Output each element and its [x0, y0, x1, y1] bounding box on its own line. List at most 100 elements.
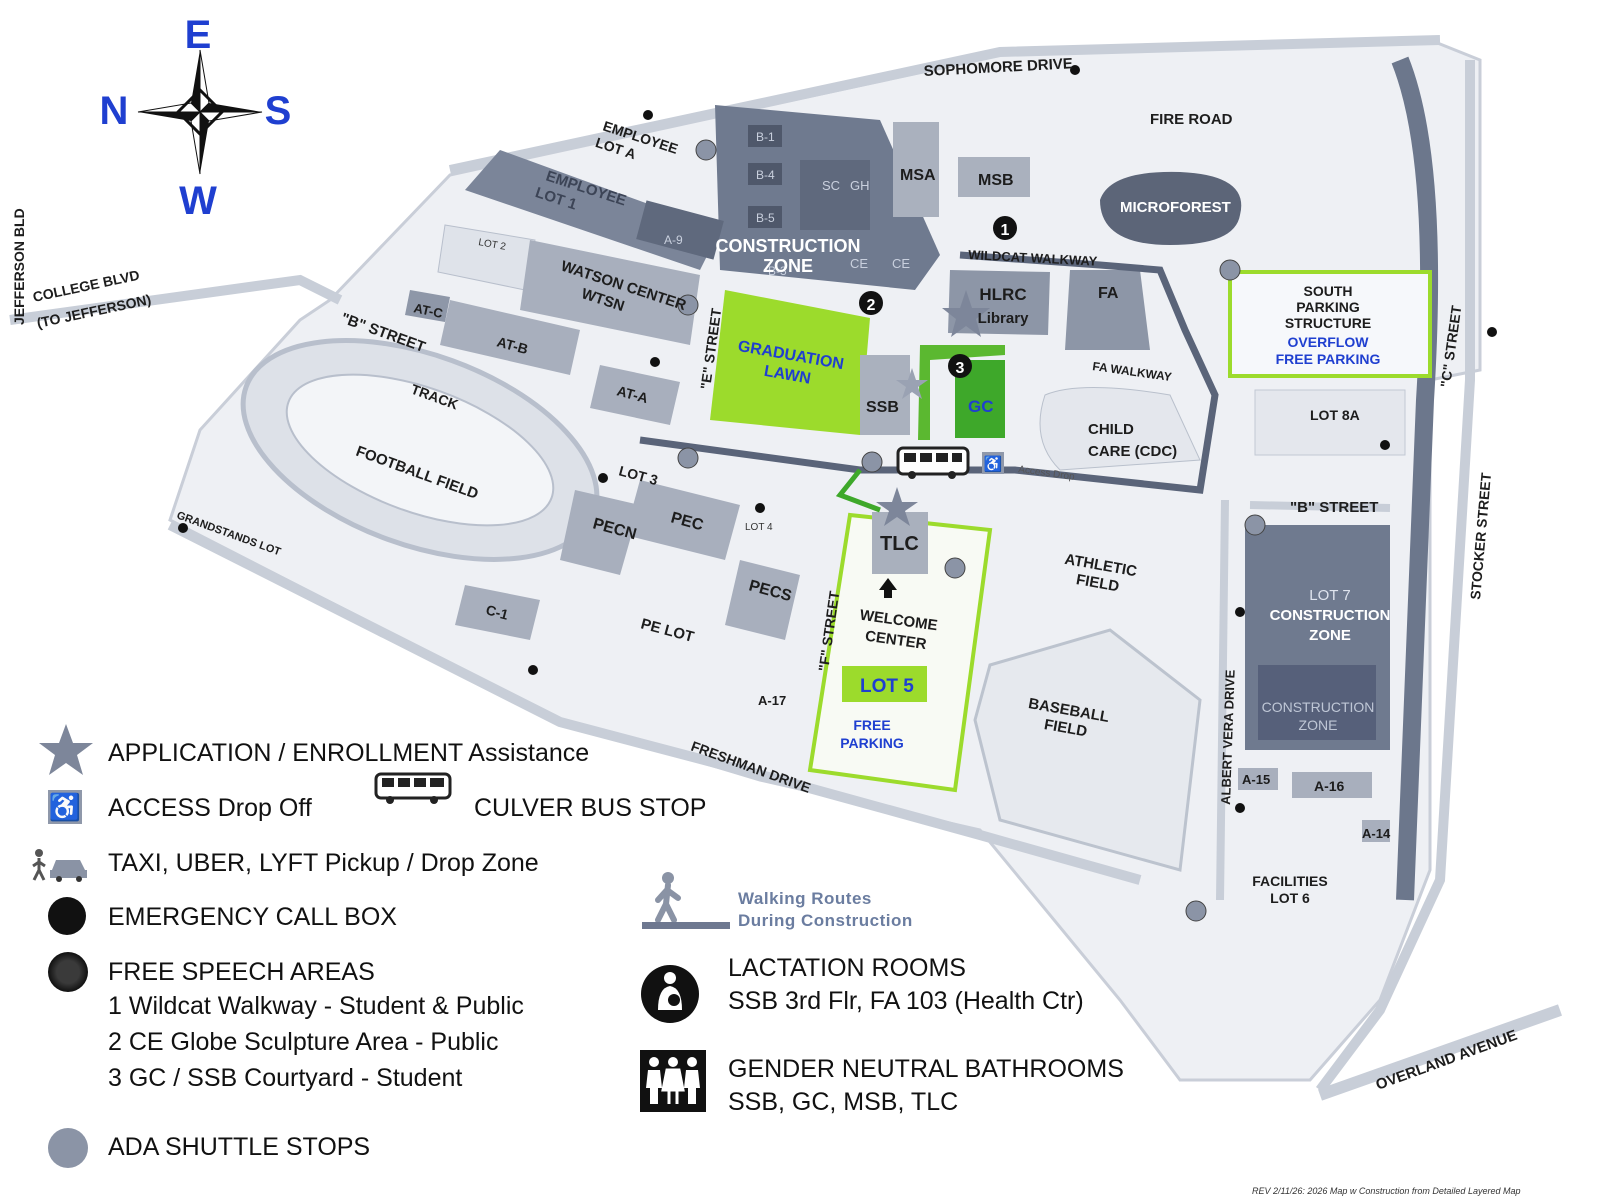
call-box-dot	[528, 665, 538, 675]
star-icon	[39, 724, 93, 775]
child-care-area	[1039, 387, 1201, 471]
legend-gender-sub: SSB, GC, MSB, TLC	[728, 1088, 959, 1116]
access-drop-icon: ♿	[982, 452, 1004, 474]
building-pecs	[725, 560, 800, 640]
call-box-dot	[643, 110, 653, 120]
label-lot5: LOT 5	[860, 676, 914, 697]
legend-bus: CULVER BUS STOP	[474, 794, 707, 822]
label-ce-2: CE	[892, 256, 910, 271]
compass-e: E	[185, 13, 212, 57]
bus-icon	[374, 772, 452, 804]
walking-person-icon	[642, 872, 730, 929]
call-box-dot	[1070, 65, 1080, 75]
building-pec	[625, 480, 740, 560]
label-b1: B-1	[756, 130, 775, 144]
building-b4	[748, 163, 782, 185]
speech-area-1	[993, 216, 1017, 240]
ada-stop	[861, 451, 883, 473]
legend-access: ACCESS Drop Off	[108, 794, 312, 822]
road-freshman	[167, 520, 1142, 885]
call-box-icon	[48, 897, 86, 935]
call-box-dot	[598, 473, 608, 483]
legend-lactation-title: LACTATION ROOMS	[728, 954, 966, 982]
building-watson	[520, 240, 700, 345]
south-parking-structure	[1228, 270, 1432, 378]
label-gh: GH	[850, 178, 870, 193]
label-ata: AT-A	[615, 382, 650, 406]
gender-neutral-icon	[640, 1050, 706, 1112]
label-atb: AT-B	[495, 333, 530, 357]
legend-speech-1: 1 Wildcat Walkway - Student & Public	[108, 992, 524, 1020]
speech-area-2-number: 2	[867, 297, 876, 314]
call-box-dot	[755, 503, 765, 513]
svg-text:♿: ♿	[984, 455, 1003, 473]
compass-w: W	[179, 179, 217, 223]
call-box-dot	[1380, 440, 1390, 450]
bus-stop-icon	[896, 446, 970, 479]
building-tlc	[872, 512, 928, 574]
football-field	[285, 373, 555, 527]
legend-application: APPLICATION / ENROLLMENT Assistance	[108, 739, 590, 767]
call-box-dot	[1487, 327, 1497, 337]
ada-stop	[1185, 900, 1207, 922]
wildcat-walkway-label: WILDCAT WALKWAY	[968, 247, 1098, 269]
building-a14	[1362, 820, 1390, 842]
building-msa	[893, 122, 939, 217]
label-tlc: TLC	[880, 533, 919, 555]
speech-area-2	[859, 291, 883, 315]
legend-walking-title: Walking Routes During Construction	[738, 888, 913, 932]
building-a15	[1238, 768, 1278, 790]
lactation-icon	[641, 965, 699, 1023]
legend-speech-3: 3 GC / SSB Courtyard - Student	[108, 1064, 463, 1092]
free-speech-icon	[48, 952, 88, 992]
label-gc: GC	[968, 397, 994, 416]
ada-shuttle-icon	[48, 1128, 88, 1168]
road-college	[9, 274, 343, 325]
label-c1: C-1	[484, 601, 510, 622]
wheelchair-icon: ♿	[48, 790, 82, 824]
label-b3: B-3	[768, 264, 787, 278]
label-msa: MSA	[900, 167, 936, 184]
taxi-icon	[32, 849, 87, 882]
road-albert-vera	[1216, 499, 1229, 901]
call-box-dot	[1235, 607, 1245, 617]
road-sophomore	[448, 35, 1441, 175]
building-atb	[440, 300, 580, 375]
building-b5	[748, 206, 782, 228]
ada-stop	[677, 447, 699, 469]
street-stocker: STOCKER STREET	[1467, 472, 1494, 601]
lot-5-area	[807, 512, 993, 793]
building-sc-gh	[800, 160, 870, 230]
road-b-street	[1249, 501, 1391, 512]
legend-speech-title: FREE SPEECH AREAS	[108, 958, 375, 986]
label-lot8a: LOT 8A	[1310, 407, 1360, 423]
street-albert-vera: ALBERT VERA DRIVE	[1218, 669, 1238, 805]
label-ssb: SSB	[866, 399, 899, 416]
legend-ada: ADA SHUTTLE STOPS	[108, 1133, 371, 1161]
building-msb	[958, 157, 1030, 197]
label-a15: A-15	[1242, 772, 1270, 787]
speech-area-1-number: 1	[1001, 222, 1010, 239]
building-atc	[405, 290, 450, 322]
label-ce-1: CE	[850, 256, 868, 271]
construction-zone-inner	[1258, 665, 1376, 740]
ada-stop	[1219, 259, 1241, 281]
label-lot4: LOT 4	[745, 522, 773, 533]
road-stocker	[1316, 60, 1475, 1093]
street-fire-road: FIRE ROAD	[1150, 111, 1233, 128]
ada-stop	[1244, 514, 1266, 536]
label-lot2: LOT 2	[477, 237, 507, 253]
legend-gender-title: GENDER NEUTRAL BATHROOMS	[728, 1055, 1124, 1083]
ada-stop	[944, 557, 966, 579]
microforest	[1100, 171, 1242, 245]
label-sc: SC	[822, 178, 840, 193]
road-overland	[1317, 1004, 1563, 1101]
label-b4: B-4	[756, 168, 775, 182]
label-a14: A-14	[1362, 826, 1391, 841]
compass-rose	[137, 49, 263, 175]
